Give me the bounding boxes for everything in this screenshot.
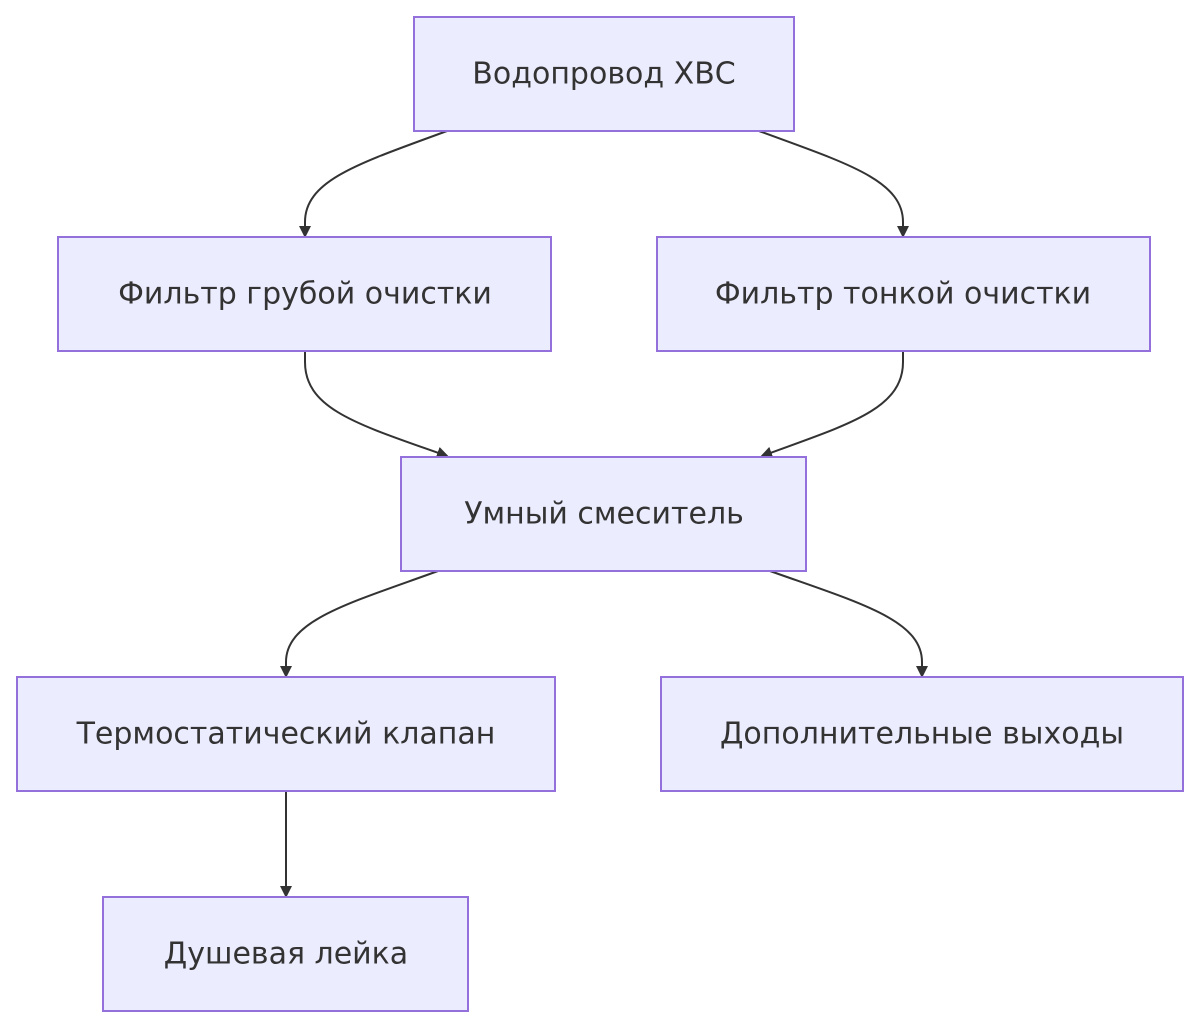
node-label: Фильтр тонкой очистки: [715, 277, 1091, 312]
node-label: Душевая лейка: [164, 937, 408, 972]
node-box: [400, 456, 807, 572]
edge-coarse-to-mixer: [304, 351, 449, 459]
node-box: [656, 236, 1151, 352]
node-shower-head: Душевая лейка: [102, 896, 469, 1012]
edge-mixer-to-valve: [280, 570, 439, 678]
node-label: Дополнительные выходы: [720, 717, 1124, 752]
edge-fine-to-mixer: [760, 351, 904, 459]
node-box: [16, 676, 556, 792]
node-label: Водопровод ХВС: [472, 57, 735, 92]
node-box: [102, 896, 469, 1012]
node-label: Термостатический клапан: [76, 717, 496, 752]
edges: [280, 130, 928, 898]
edge-mixer-to-outputs: [769, 570, 928, 678]
node-smart-mixer: Умный смеситель: [400, 456, 807, 572]
node-coarse-filter: Фильтр грубой очистки: [57, 236, 552, 352]
node-fine-filter: Фильтр тонкой очистки: [656, 236, 1151, 352]
node-label: Фильтр грубой очистки: [118, 277, 492, 312]
node-box: [413, 16, 795, 132]
node-box: [660, 676, 1184, 792]
edge-supply-to-coarse: [299, 130, 448, 238]
node-label: Умный смеситель: [464, 497, 744, 532]
node-box: [57, 236, 552, 352]
edge-supply-to-fine: [758, 130, 909, 238]
node-thermostatic-valve: Термостатический клапан: [16, 676, 556, 792]
node-supply: Водопровод ХВС: [413, 16, 795, 132]
node-additional-outputs: Дополнительные выходы: [660, 676, 1184, 792]
